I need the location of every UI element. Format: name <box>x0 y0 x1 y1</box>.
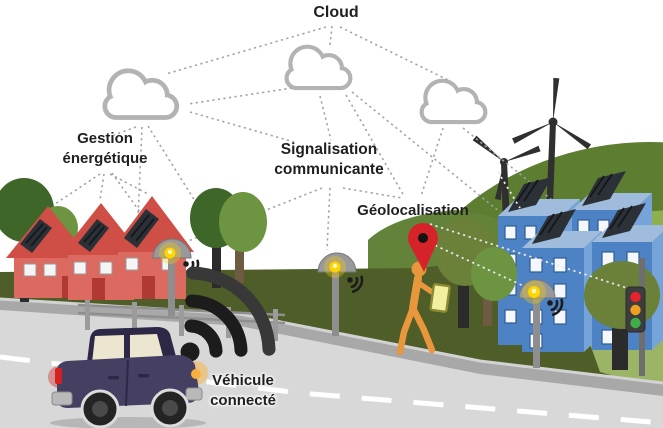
roadside-wall <box>0 298 663 396</box>
connected-car <box>48 327 208 428</box>
dotted-network-light <box>429 171 634 291</box>
front-bumper <box>185 387 203 401</box>
rear-bumper <box>51 391 73 406</box>
car-window <box>92 335 124 363</box>
traffic-green-light <box>630 317 641 329</box>
tail-light <box>55 368 62 384</box>
solar-panel-icon <box>78 219 109 252</box>
solar-panel-icon <box>124 209 159 248</box>
road-center-line <box>0 354 663 426</box>
tree <box>435 218 517 328</box>
solar-panel-icon <box>508 177 552 212</box>
tablet-icon <box>429 283 451 313</box>
head-light <box>191 369 201 379</box>
solar-panel-icon <box>602 203 646 238</box>
pedestrian <box>396 261 451 356</box>
connected-vehicle-label: Véhicule connecté <box>210 372 276 409</box>
solar-panel-icon <box>582 171 626 206</box>
car-window <box>130 334 164 361</box>
street-lamp-icon <box>518 279 566 368</box>
tree <box>190 188 267 288</box>
solar-panel-icon <box>20 219 52 253</box>
communicating-signage-label: Signalisation communicante <box>274 141 384 179</box>
cloud-label: Cloud <box>313 4 359 21</box>
solar-panel-icon <box>532 209 576 244</box>
traffic-light-icon <box>625 258 646 376</box>
car-wheel <box>80 389 120 428</box>
traffic-amber-light <box>630 304 641 316</box>
map-pin-icon <box>408 223 438 272</box>
energy-management-label: Gestion énergétique <box>62 130 148 167</box>
street-lamp-icon <box>317 252 366 336</box>
car-wheel <box>150 388 190 428</box>
traffic-red-light <box>630 291 641 303</box>
geolocation-label: Géolocalisation <box>357 202 469 219</box>
street-lamp-icon <box>152 238 202 316</box>
